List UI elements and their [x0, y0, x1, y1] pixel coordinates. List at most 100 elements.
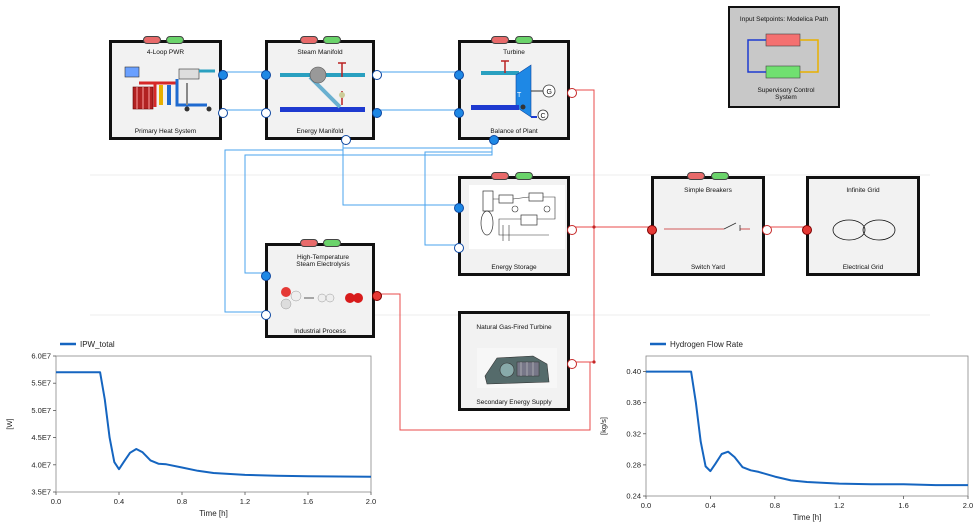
grid-transformer-icon	[832, 219, 896, 241]
block-title: Turbine	[503, 49, 525, 56]
legend-label: Hydrogen Flow Rate	[670, 340, 743, 349]
plot-frame	[55, 355, 372, 493]
block-cap-red	[143, 36, 161, 44]
x-tick-label: 2.0	[366, 497, 376, 506]
x-axis-label: Time [h]	[793, 513, 822, 522]
y-tick-label: 0.36	[626, 398, 641, 407]
y-tick-label: 5.0E7	[31, 406, 51, 415]
y-tick-label: 3.5E7	[31, 488, 51, 497]
y-tick-label: 6.0E7	[31, 352, 51, 361]
manifold-schematic-icon	[280, 62, 365, 112]
fluid-port-in[interactable]	[261, 108, 271, 118]
block-cap-green	[515, 172, 533, 180]
electrical-port-out[interactable]	[762, 225, 772, 235]
block-label: Industrial Process	[294, 328, 346, 335]
block-cap-red	[491, 36, 509, 44]
electrical-port-out[interactable]	[567, 225, 577, 235]
fluid-port-in[interactable]	[261, 271, 271, 281]
electrical-port-in[interactable]	[372, 291, 382, 301]
switch-yard-block[interactable]: Simple Breakers Switch Yard	[647, 172, 772, 276]
x-tick-label: 1.2	[240, 497, 250, 506]
energy-manifold-block[interactable]: Steam Manifold Energy Manifold	[261, 36, 382, 145]
y-tick-label: 0.28	[626, 460, 641, 469]
fluid-port-in[interactable]	[454, 70, 464, 80]
electrical-port-out[interactable]	[567, 359, 577, 369]
block-label: Secondary Energy Supply	[476, 399, 552, 406]
block-title: Steam Manifold	[297, 49, 343, 56]
x-tick-label: 1.2	[834, 501, 844, 510]
block-title: Natural Gas-Fired Turbine	[476, 324, 552, 331]
x-tick-label: 1.6	[303, 497, 313, 506]
electrical-port-in[interactable]	[802, 225, 812, 235]
block-cap-red	[300, 239, 318, 247]
electrical-port-out[interactable]	[567, 88, 577, 98]
gas-turbine-icon	[477, 348, 557, 388]
block-title: Infinite Grid	[846, 187, 880, 194]
block-label: Switch Yard	[690, 264, 726, 271]
fluid-port-out[interactable]	[454, 243, 464, 253]
fluid-port-out[interactable]	[372, 108, 382, 118]
y-tick-label: 5.5E7	[31, 379, 51, 388]
generator-letter: G	[547, 89, 552, 96]
block-label: Energy Storage	[491, 264, 537, 271]
block-label: Balance of Plant	[490, 128, 538, 135]
supervisory-control-block[interactable]: Input Setpoints: Modelica Path Superviso…	[728, 6, 840, 108]
fluid-port-bottom[interactable]	[489, 135, 499, 145]
block-label: Supervisory Control System	[757, 87, 815, 101]
x-tick-label: 0.4	[114, 497, 124, 506]
fluid-port-out[interactable]	[261, 310, 271, 320]
block-cap-green	[166, 36, 184, 44]
pwr-schematic-icon	[124, 66, 215, 112]
x-tick-label: 2.0	[963, 501, 973, 510]
y-axis-label: [kg/s]	[599, 417, 608, 435]
energy-storage-block[interactable]: Energy Storage	[454, 172, 577, 276]
x-axis-label: Time [h]	[199, 509, 228, 518]
x-tick-label: 0.4	[705, 501, 715, 510]
block-cap-green	[323, 36, 341, 44]
fluid-port-out[interactable]	[372, 70, 382, 80]
electrical-port-in[interactable]	[647, 225, 657, 235]
block-title: Input Setpoints: Modelica Path	[739, 16, 829, 23]
y-tick-label: 4.5E7	[31, 433, 51, 442]
x-tick-label: 1.6	[898, 501, 908, 510]
y-tick-label: 0.32	[626, 429, 641, 438]
y-tick-label: 0.40	[626, 367, 641, 376]
x-tick-label: 0.0	[51, 497, 61, 506]
block-cap-green	[515, 36, 533, 44]
block-cap-green	[323, 239, 341, 247]
turbine-letter: T	[517, 92, 522, 99]
block-title: 4-Loop PWR	[146, 49, 185, 56]
ipw-total-chart: 0.0 0.4 0.8 1.2 1.6 2.0 3.5E7 4.0E7 4.5E7 5.0E7 5.…	[5, 340, 376, 518]
block-label: Energy Manifold	[296, 128, 344, 135]
fluid-port-in[interactable]	[454, 108, 464, 118]
y-tick-label: 4.0E7	[31, 460, 51, 469]
block-label: Electrical Grid	[842, 264, 884, 271]
y-tick-label: 0.24	[626, 492, 641, 501]
series-line	[56, 371, 372, 478]
y-axis-label: [W]	[5, 418, 14, 429]
electrical-grid-block[interactable]: Infinite Grid Electrical Grid	[802, 176, 920, 276]
x-tick-label: 0.8	[177, 497, 187, 506]
industrial-process-block[interactable]: High-Temperature Steam Electrolysis Indu…	[261, 239, 382, 338]
electrolysis-molecule-icon	[280, 287, 363, 310]
fluid-port-in[interactable]	[454, 203, 464, 213]
storage-schematic-icon	[469, 185, 565, 249]
turbine-schematic-icon: T G C	[471, 60, 556, 121]
x-tick-label: 0.8	[770, 501, 780, 510]
fluid-port-in[interactable]	[261, 70, 271, 80]
block-title: Simple Breakers	[684, 187, 732, 194]
block-cap-red	[300, 36, 318, 44]
balance-of-plant-block[interactable]: Turbine T G C Balance of Plant	[454, 36, 577, 145]
block-label: Primary Heat System	[134, 128, 197, 135]
block-cap-red	[491, 172, 509, 180]
fluid-port-bottom[interactable]	[341, 135, 351, 145]
fluid-port-out[interactable]	[218, 70, 228, 80]
block-title: High-Temperature Steam Electrolysis	[296, 254, 350, 268]
primary-heat-system-block[interactable]: 4-Loop PWR Primary Heat System	[109, 36, 228, 140]
legend-label: IPW_total	[80, 340, 115, 349]
secondary-energy-supply-block[interactable]: Natural Gas-Fired Turbine Secondary Ener…	[458, 311, 577, 411]
fluid-port-in[interactable]	[218, 108, 228, 118]
condenser-letter: C	[541, 113, 546, 120]
series-line	[646, 370, 968, 487]
